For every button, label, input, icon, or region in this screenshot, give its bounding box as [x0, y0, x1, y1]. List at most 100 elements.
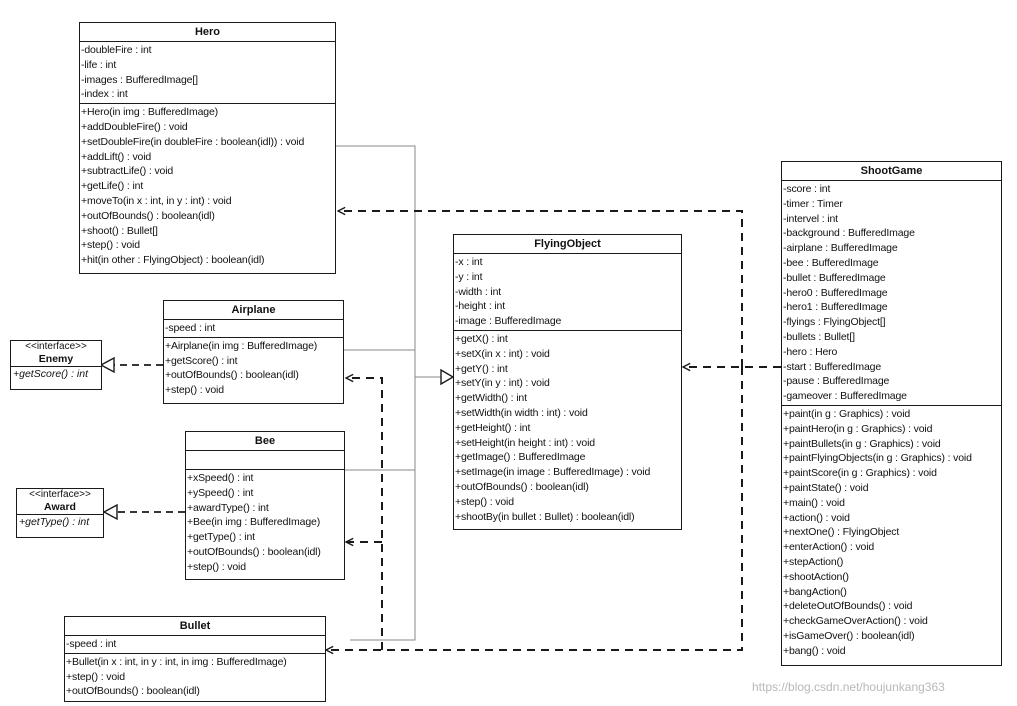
operation: +getWidth() : int	[455, 392, 527, 405]
operation: +Hero(in img : BufferedImage)	[81, 106, 218, 119]
attribute: -pause : BufferedImage	[783, 375, 890, 388]
operation: +moveTo(in x : int, in y : int) : void	[81, 194, 232, 207]
operation: +getX() : int	[455, 332, 508, 345]
operation: +xSpeed() : int	[187, 472, 254, 484]
attribute: -start : BufferedImage	[783, 360, 882, 373]
class-bullet: Bullet -speed : int +Bullet(in x : int, …	[64, 616, 326, 702]
class-hero-name: Hero	[80, 23, 335, 42]
watermark: https://blog.csdn.net/houjunkang363	[752, 680, 945, 694]
operation: +Airplane(in img : BufferedImage)	[165, 339, 318, 352]
operation: +setImage(in image : BufferedImage) : vo…	[455, 466, 651, 479]
class-airplane: Airplane -speed : int +Airplane(in img :…	[163, 300, 344, 404]
operation: +bangAction()	[783, 585, 847, 598]
operation: +setHeight(in height : int) : void	[455, 436, 595, 449]
class-flying-object-operations: +getX() : int +setX(in x : int) : void +…	[454, 331, 681, 525]
attribute: -bullets : Bullet[]	[783, 330, 855, 343]
operation: +ySpeed() : int	[187, 486, 254, 499]
award-realization-arrowhead	[102, 503, 118, 521]
class-airplane-attributes: -speed : int	[164, 320, 343, 338]
enemy-realization-arrowhead	[99, 356, 115, 374]
operation: +paintFlyingObjects(in g : Graphics) : v…	[783, 452, 972, 465]
class-airplane-name: Airplane	[164, 301, 343, 320]
operation: +step() : void	[81, 239, 140, 252]
interface-award-stereotype: <<interface>>	[29, 489, 91, 500]
class-flying-object-attributes: -x : int -y : int -width : int -height :…	[454, 254, 681, 331]
attribute: -hero0 : BufferedImage	[783, 286, 888, 299]
attribute: -life : int	[81, 58, 117, 71]
attribute: -bee : BufferedImage	[783, 256, 879, 269]
operation: +setDoubleFire(in doubleFire : boolean(i…	[81, 135, 305, 148]
operation: +getHeight() : int	[455, 421, 531, 434]
operation: +paintBullets(in g : Graphics) : void	[783, 437, 941, 450]
operation: +action() : void	[783, 511, 850, 524]
operation: +subtractLife() : void	[81, 165, 174, 178]
class-hero-operations: +Hero(in img : BufferedImage) +addDouble…	[80, 104, 335, 269]
attribute: -timer : Timer	[783, 197, 843, 210]
operation: +paintState() : void	[783, 481, 869, 494]
attribute: -image : BufferedImage	[455, 315, 562, 328]
attribute: -flyings : FlyingObject[]	[783, 316, 886, 329]
operation: +outOfBounds() : boolean(idl)	[165, 369, 299, 382]
generalization-lines	[336, 145, 441, 641]
attribute: -doubleFire : int	[81, 44, 152, 56]
interface-award: <<interface>> Award +getType() : int	[16, 488, 104, 538]
operation: +setX(in x : int) : void	[455, 347, 550, 360]
attribute: -hero : Hero	[783, 345, 838, 358]
class-shoot-game-attributes: -score : int -timer : Timer -intervel : …	[782, 181, 1001, 406]
class-flying-object-name: FlyingObject	[454, 235, 681, 254]
operation: +enterAction() : void	[783, 541, 875, 554]
operation: +setY(in y : int) : void	[455, 377, 550, 390]
operation: +Bee(in img : BufferedImage)	[187, 516, 321, 529]
operation: +shoot() : Bullet[]	[81, 224, 158, 237]
operation: +main() : void	[783, 496, 845, 509]
interface-enemy-stereotype: <<interface>>	[25, 341, 87, 352]
operation: +setWidth(in width : int) : void	[455, 406, 588, 419]
class-bullet-attributes: -speed : int	[65, 636, 325, 654]
operation: +Bullet(in x : int, in y : int, in img :…	[66, 655, 287, 668]
operation: +outOfBounds() : boolean(idl)	[187, 545, 321, 558]
operation: +getLife() : int	[81, 180, 144, 193]
operation: +getType() : int	[187, 531, 255, 544]
class-hero: Hero -doubleFire : int -life : int -imag…	[79, 22, 336, 274]
attribute: -score : int	[783, 183, 831, 195]
operation: +hit(in other : FlyingObject) : boolean(…	[81, 254, 265, 267]
class-bee-operations: +xSpeed() : int +ySpeed() : int +awardTy…	[186, 470, 344, 576]
interface-award-operation: +getType() : int	[19, 516, 90, 528]
class-bee-attributes	[186, 451, 344, 470]
operation: +deleteOutOfBounds() : void	[783, 600, 913, 613]
operation: +bang() : void	[783, 644, 846, 657]
class-bullet-operations: +Bullet(in x : int, in y : int, in img :…	[65, 654, 325, 700]
attribute: -y : int	[455, 270, 483, 283]
attribute: -airplane : BufferedImage	[783, 242, 898, 255]
attribute: -intervel : int	[783, 212, 838, 225]
class-bee-name: Bee	[186, 432, 344, 451]
operation: +addLift() : void	[81, 150, 152, 163]
attribute: -hero1 : BufferedImage	[783, 301, 888, 314]
operation: +outOfBounds() : boolean(idl)	[455, 480, 589, 493]
operation: +paintHero(in g : Graphics) : void	[783, 422, 933, 435]
attribute: -speed : int	[165, 322, 216, 334]
operation: +outOfBounds() : boolean(idl)	[66, 685, 200, 698]
dependency-lines	[326, 211, 781, 650]
operation: +shootBy(in bullet : Bullet) : boolean(i…	[455, 510, 635, 523]
operation: +isGameOver() : boolean(idl)	[783, 629, 915, 642]
operation: +awardType() : int	[187, 501, 269, 514]
operation: +stepAction()	[783, 555, 844, 568]
attribute: -x : int	[455, 256, 483, 268]
class-hero-attributes: -doubleFire : int -life : int -images : …	[80, 42, 335, 105]
attribute: -bullet : BufferedImage	[783, 271, 886, 284]
operation: +paint(in g : Graphics) : void	[783, 407, 911, 420]
operation: +addDoubleFire() : void	[81, 120, 188, 133]
attribute: -speed : int	[66, 638, 117, 650]
attribute: -height : int	[455, 300, 505, 313]
interface-enemy-name: Enemy	[11, 353, 101, 367]
operation: +getImage() : BufferedImage	[455, 451, 586, 464]
class-shoot-game: ShootGame -score : int -timer : Timer -i…	[781, 161, 1002, 666]
operation: +step() : void	[66, 670, 125, 683]
class-airplane-operations: +Airplane(in img : BufferedImage) +getSc…	[164, 338, 343, 399]
class-bee: Bee +xSpeed() : int +ySpeed() : int +awa…	[185, 431, 345, 580]
attribute: -width : int	[455, 285, 502, 298]
operation: +step() : void	[187, 560, 246, 573]
operation: +step() : void	[455, 495, 514, 508]
